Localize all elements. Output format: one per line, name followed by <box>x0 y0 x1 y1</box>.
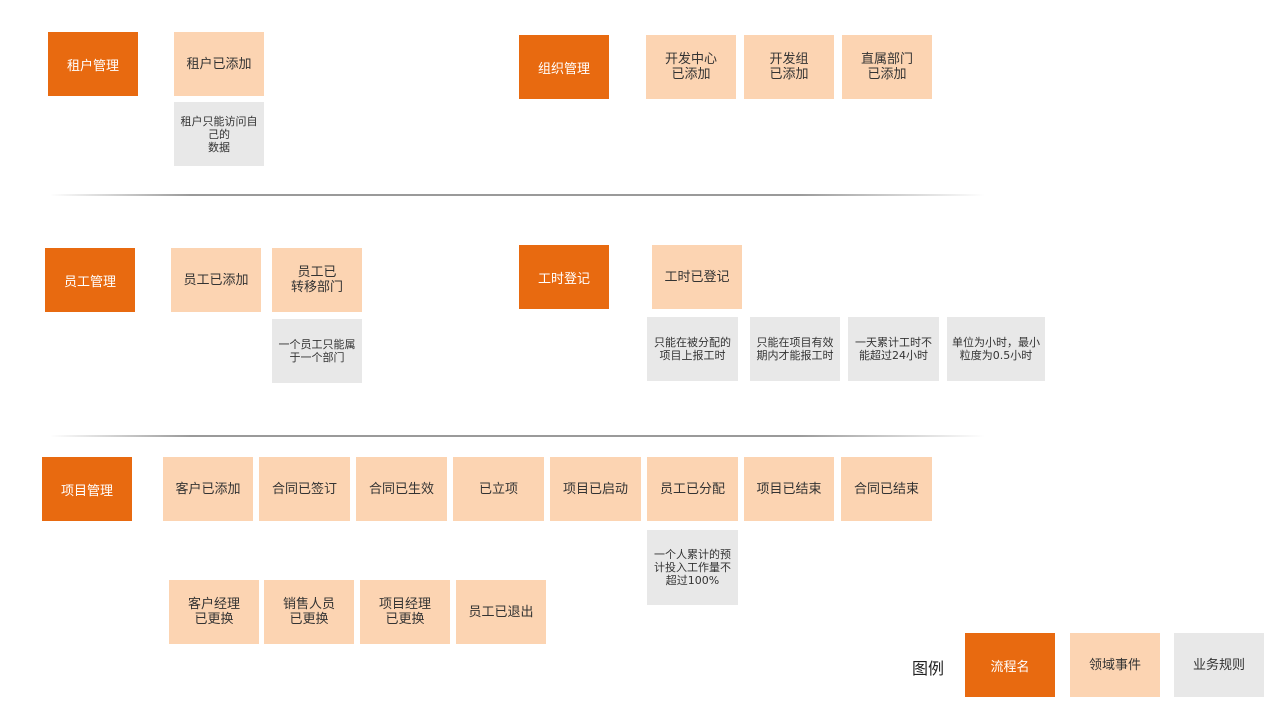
rule-employee-one-dept: 一个员工只能属 于一个部门 <box>272 319 362 383</box>
event-employee-assigned: 员工已分配 <box>647 457 738 521</box>
rule-daily-max-24h: 一天累计工时不 能超过24小时 <box>848 317 939 381</box>
rule-assigned-project-only: 只能在被分配的 项目上报工时 <box>647 317 738 381</box>
event-dev-group-added: 开发组 已添加 <box>744 35 834 99</box>
event-dev-center-added: 开发中心 已添加 <box>646 35 736 99</box>
process-tenant-management: 租户管理 <box>48 32 138 96</box>
legend-title: 图例 <box>912 659 945 678</box>
event-employee-added: 员工已添加 <box>171 248 261 312</box>
rule-valid-period-only: 只能在项目有效 期内才能报工时 <box>750 317 840 381</box>
event-customer-added: 客户已添加 <box>163 457 253 521</box>
event-tenant-added: 租户已添加 <box>174 32 264 96</box>
rule-tenant-data-access: 租户只能访问自 己的 数据 <box>174 102 264 166</box>
event-sales-changed: 销售人员 已更换 <box>264 580 354 644</box>
rule-granularity-half-hour: 单位为小时，最小 粒度为0.5小时 <box>947 317 1045 381</box>
event-direct-dept-added: 直属部门 已添加 <box>842 35 932 99</box>
event-project-started: 项目已启动 <box>550 457 641 521</box>
legend-process: 流程名 <box>965 633 1055 697</box>
rule-workload-max-100: 一个人累计的预 计投入工作量不 超过100% <box>647 530 738 605</box>
section-divider <box>50 194 985 196</box>
process-project-management: 项目管理 <box>42 457 132 521</box>
legend-event: 领域事件 <box>1070 633 1160 697</box>
event-project-manager-changed: 项目经理 已更换 <box>360 580 450 644</box>
event-contract-effective: 合同已生效 <box>356 457 447 521</box>
event-employee-transferred: 员工已 转移部门 <box>272 248 362 312</box>
event-employee-exited: 员工已退出 <box>456 580 546 644</box>
legend-rule: 业务规则 <box>1174 633 1264 697</box>
event-contract-ended: 合同已结束 <box>841 457 932 521</box>
event-project-approved: 已立项 <box>453 457 544 521</box>
process-timesheet: 工时登记 <box>519 245 609 309</box>
process-org-management: 组织管理 <box>519 35 609 99</box>
section-divider <box>50 435 985 437</box>
event-project-ended: 项目已结束 <box>744 457 834 521</box>
process-employee-management: 员工管理 <box>45 248 135 312</box>
event-account-manager-changed: 客户经理 已更换 <box>169 580 259 644</box>
event-time-logged: 工时已登记 <box>652 245 742 309</box>
event-contract-signed: 合同已签订 <box>259 457 350 521</box>
